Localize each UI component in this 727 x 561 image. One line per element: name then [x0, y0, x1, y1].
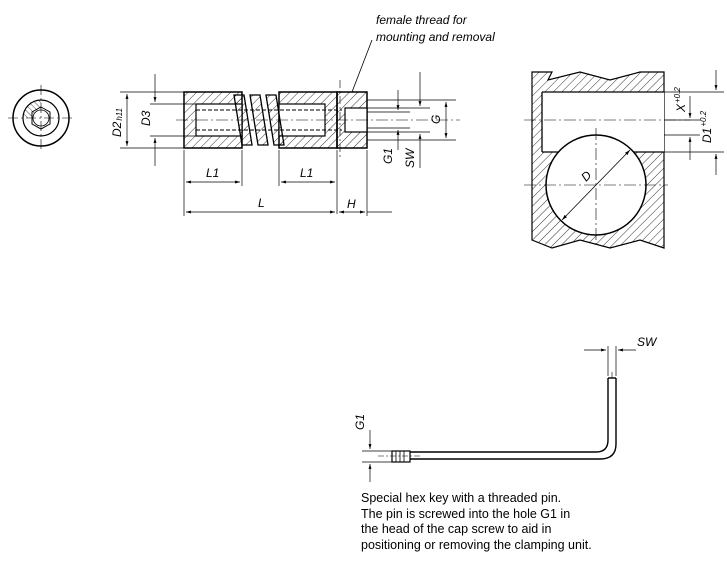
caption-line: the head of the cap screw to aid in	[361, 522, 552, 536]
label-l1-right: L1	[300, 166, 313, 180]
dimension-g1	[367, 90, 410, 150]
dimension-l1-left	[183, 150, 243, 186]
label-d2: D2h11	[110, 108, 124, 137]
dimension-x	[664, 96, 700, 160]
dimension-g	[400, 99, 456, 141]
label-l: L	[258, 196, 265, 210]
hex-key-caption: Special hex key with a threaded pin. The…	[361, 491, 661, 553]
end-view	[8, 85, 74, 152]
label-key-sw: SW	[637, 335, 658, 349]
label-sw: SW	[403, 147, 417, 168]
label-d3: D3	[139, 110, 153, 126]
dimension-l	[183, 186, 335, 216]
label-g: G	[429, 115, 443, 124]
caption-line: Special hex key with a threaded pin.	[361, 491, 562, 505]
label-key-g1: G1	[353, 414, 367, 430]
label-l1-left: L1	[206, 166, 219, 180]
dimension-d3	[150, 74, 196, 166]
label-d1: D1+0.2	[699, 110, 714, 143]
mounting-bore-view	[524, 71, 690, 249]
clamping-unit-side-view	[176, 80, 460, 160]
dimension-d2	[120, 91, 184, 149]
callout-leader	[351, 39, 373, 93]
hex-key	[378, 372, 617, 463]
dimension-key-sw	[584, 346, 636, 376]
label-x: X+0.2	[673, 87, 688, 113]
label-h: H	[347, 197, 356, 211]
dimension-key-g1	[362, 430, 392, 482]
dimension-d1	[664, 70, 724, 175]
dimension-h	[339, 150, 392, 216]
callout-line-1: female thread for	[376, 13, 468, 27]
label-g1: G1	[381, 148, 395, 164]
callout-line-2: mounting and removal	[376, 30, 495, 44]
caption-line: positioning or removing the clamping uni…	[361, 537, 592, 552]
caption-line: The pin is screwed into the hole G1 in	[361, 506, 571, 521]
dimension-l1-right	[278, 150, 338, 214]
